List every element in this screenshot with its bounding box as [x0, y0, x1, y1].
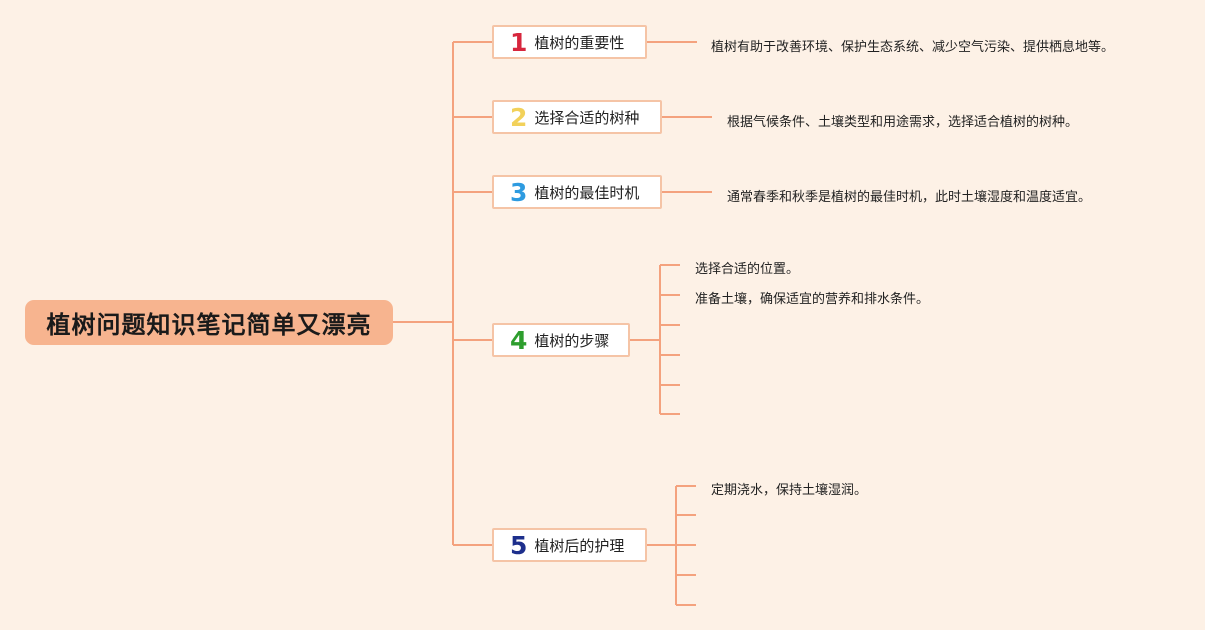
- branch-label: 选择合适的树种: [534, 108, 640, 127]
- branch-label: 植树的步骤: [534, 331, 610, 350]
- branch-label: 植树的重要性: [534, 33, 625, 52]
- note-importance: 植树有助于改善环境、保护生态系统、减少空气污染、提供栖息地等。: [711, 40, 1115, 55]
- number-1-icon: 1: [510, 27, 528, 57]
- branch-steps[interactable]: 4 植树的步骤: [492, 323, 630, 357]
- number-5-icon: 5: [510, 530, 528, 560]
- note-steps-1: 选择合适的位置。: [695, 262, 800, 277]
- branch-tree-species[interactable]: 2 选择合适的树种: [492, 100, 662, 134]
- branch-label: 植树的最佳时机: [534, 183, 640, 202]
- note-aftercare-1: 定期浇水，保持土壤湿润。: [711, 483, 868, 498]
- branch-label: 植树后的护理: [534, 536, 625, 555]
- note-steps-2: 准备土壤，确保适宜的营养和排水条件。: [695, 292, 930, 307]
- root-topic[interactable]: 植树问题知识笔记简单又漂亮: [25, 300, 393, 345]
- note-best-time: 通常春季和秋季是植树的最佳时机，此时土壤湿度和温度适宜。: [727, 190, 1092, 205]
- number-2-icon: 2: [510, 102, 528, 132]
- branch-importance[interactable]: 1 植树的重要性: [492, 25, 647, 59]
- root-topic-label: 植树问题知识笔记简单又漂亮: [46, 311, 372, 339]
- number-4-icon: 4: [510, 325, 528, 355]
- note-tree-species: 根据气候条件、土壤类型和用途需求，选择适合植树的树种。: [727, 115, 1079, 130]
- number-3-icon: 3: [510, 177, 528, 207]
- branch-aftercare[interactable]: 5 植树后的护理: [492, 528, 647, 562]
- branch-best-time[interactable]: 3 植树的最佳时机: [492, 175, 662, 209]
